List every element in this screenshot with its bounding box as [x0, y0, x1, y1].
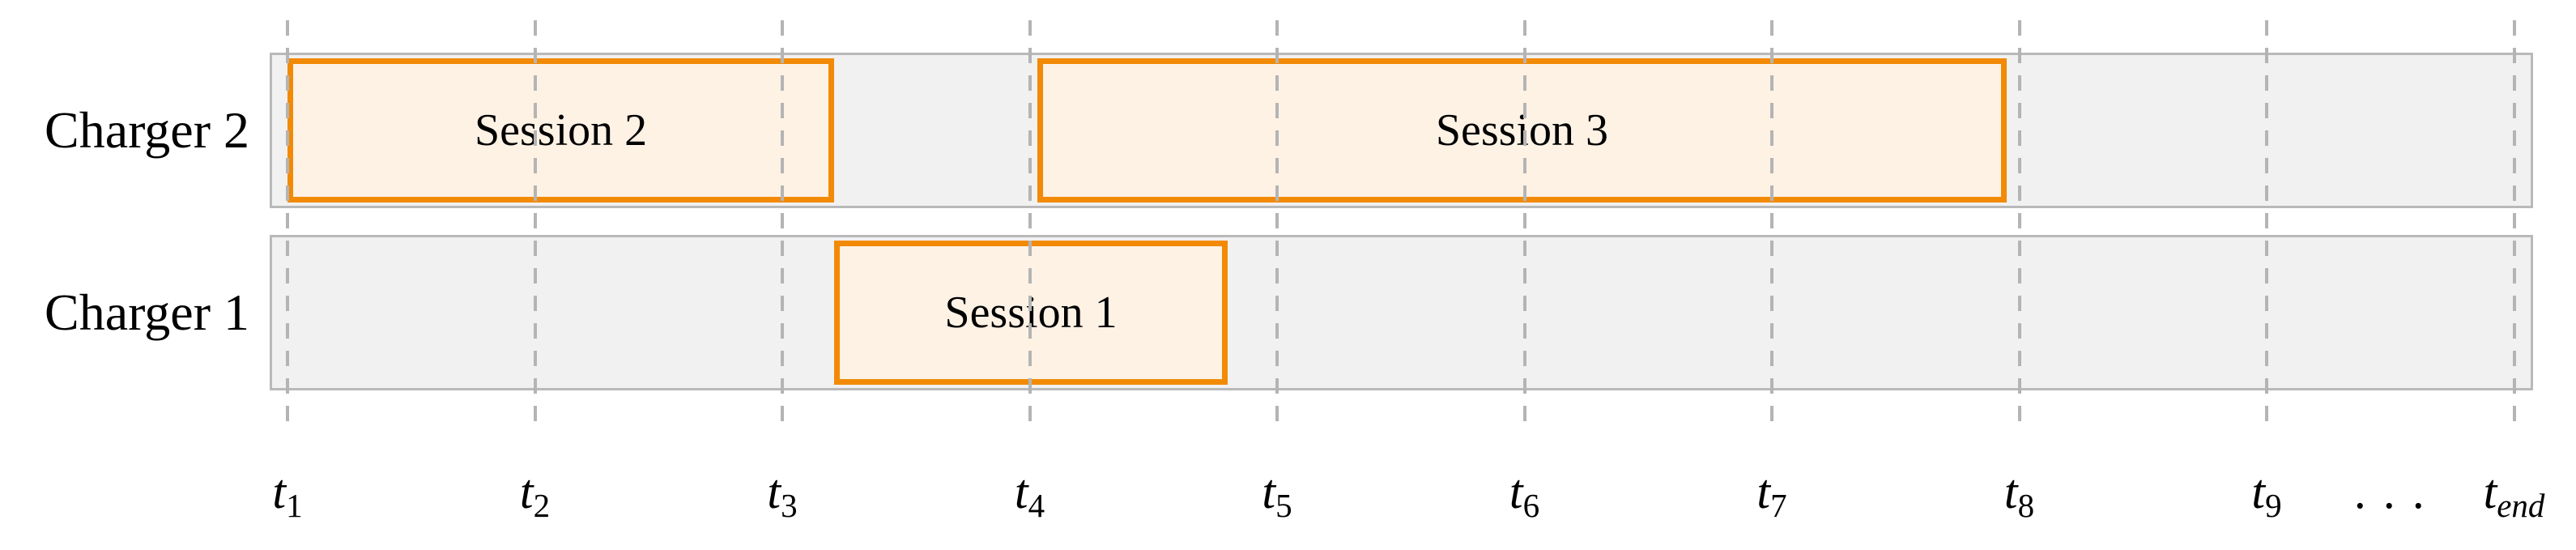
axis-tick-label: t1: [272, 467, 302, 523]
tick-subscript: 8: [2017, 487, 2035, 525]
session-bar-label: Session 3: [1435, 105, 1608, 156]
track-row: Session 2 Session 3: [270, 53, 2533, 208]
session-bar: Session 3: [1037, 58, 2008, 203]
axis-tick-label: t8: [2004, 467, 2034, 523]
session-bar: Session 2: [287, 58, 835, 203]
tick-subscript: 3: [781, 487, 798, 525]
tick-subscript: end: [2497, 487, 2545, 525]
tick-subscript: 7: [1770, 487, 1787, 525]
tick-subscript: 6: [1522, 487, 1540, 525]
axis-tick-label: t6: [1509, 467, 1539, 523]
tick-symbol: t: [1509, 465, 1523, 518]
tick-symbol: t: [2483, 465, 2497, 518]
track-label: Charger 1: [45, 284, 249, 341]
axis-tick-label: t4: [1015, 467, 1045, 523]
session-bar-label: Session 2: [474, 105, 648, 156]
axis-tick-label: t7: [1756, 467, 1786, 523]
tick-subscript: 1: [286, 487, 303, 525]
tick-symbol: t: [272, 465, 287, 518]
tick-symbol: t: [1262, 465, 1276, 518]
axis-tick-label: t2: [520, 467, 550, 523]
tick-subscript: 9: [2265, 487, 2282, 525]
axis-tick-label: t9: [2251, 467, 2281, 523]
tick-symbol: t: [1014, 465, 1028, 518]
tick-subscript: 4: [1028, 487, 1045, 525]
tick-symbol: t: [519, 465, 534, 518]
track-label: Charger 2: [45, 101, 249, 159]
axis-tick-label: t5: [1262, 467, 1292, 523]
axis-tick-label: t3: [767, 467, 797, 523]
axis-tick-label: tend: [2484, 467, 2545, 523]
tick-symbol: t: [2251, 465, 2266, 518]
ellipsis-text: . . .: [2353, 465, 2427, 518]
tick-symbol: t: [767, 465, 781, 518]
tick-subscript: 2: [533, 487, 551, 525]
axis-ellipsis-label: . . .: [2354, 467, 2427, 518]
tick-subscript: 5: [1275, 487, 1292, 525]
tick-symbol: t: [1756, 465, 1771, 518]
tick-symbol: t: [2003, 465, 2018, 518]
